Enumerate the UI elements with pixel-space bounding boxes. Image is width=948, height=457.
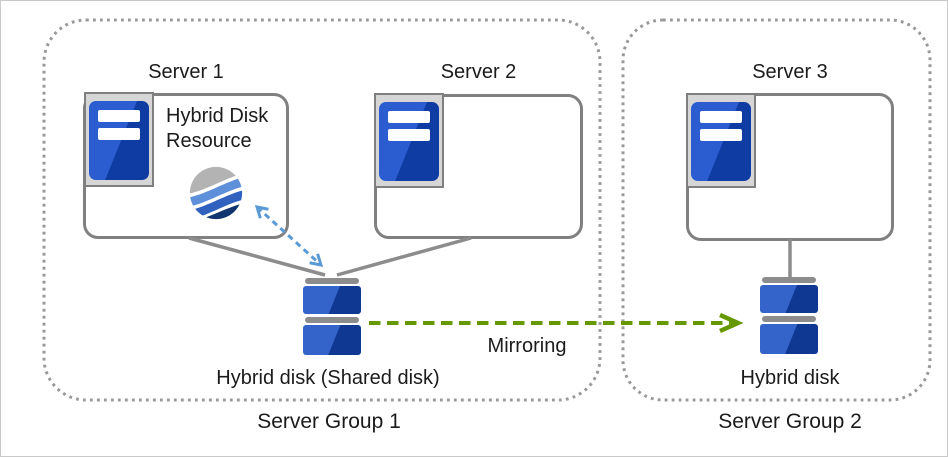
server-icon-body bbox=[379, 102, 439, 181]
server-icon bbox=[84, 92, 154, 187]
server-icon bbox=[374, 93, 444, 188]
server-3-label: Server 3 bbox=[752, 61, 828, 83]
server-1-label: Server 1 bbox=[148, 61, 224, 83]
disk-platter bbox=[760, 285, 818, 313]
hybrid-shared-disk-label: Hybrid disk (Shared disk) bbox=[216, 367, 440, 389]
server-icon-body bbox=[89, 101, 149, 180]
server-icon-slot bbox=[700, 111, 742, 123]
server-2-disk-connector bbox=[336, 236, 472, 277]
server-icon-body bbox=[691, 102, 751, 181]
mirroring-label: Mirroring bbox=[487, 335, 567, 357]
disk-cap bbox=[305, 317, 359, 323]
server-2-label: Server 2 bbox=[440, 61, 517, 83]
server-icon-slot bbox=[98, 128, 140, 140]
disk-platter bbox=[760, 324, 818, 354]
server-group-1-label: Server Group 1 bbox=[257, 410, 401, 433]
server-icon-slot bbox=[98, 110, 140, 122]
disk-platter bbox=[303, 325, 361, 355]
disk-cap bbox=[305, 278, 359, 284]
disk-cap bbox=[762, 277, 816, 283]
disk-cap bbox=[762, 316, 816, 322]
hybrid-shared-disk-icon bbox=[303, 278, 361, 355]
server-1-disk-connector bbox=[188, 236, 326, 277]
hybrid-disk-icon bbox=[760, 277, 818, 354]
server-icon bbox=[686, 93, 756, 188]
hybrid-disk-resource-icon bbox=[189, 166, 243, 220]
server-icon-slot bbox=[388, 129, 430, 141]
server-icon-slot bbox=[700, 129, 742, 141]
disk-platter bbox=[303, 286, 361, 314]
server-group-2-label: Server Group 2 bbox=[718, 410, 862, 433]
hybrid-disk-resource-label: Hybrid Disk Resource bbox=[166, 105, 269, 152]
hybrid-disk-label: Hybrid disk bbox=[740, 367, 840, 389]
server-icon-slot bbox=[388, 111, 430, 123]
